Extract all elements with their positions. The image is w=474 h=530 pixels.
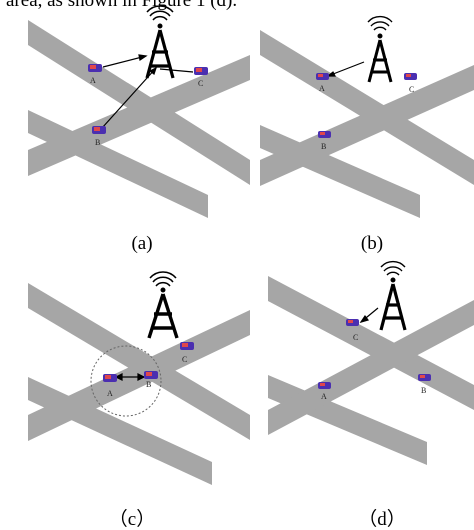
- tower-d: [379, 260, 407, 331]
- road-c-1: [28, 283, 250, 440]
- car-b-A: [316, 73, 329, 80]
- car-label-c-C: C: [182, 355, 187, 364]
- car-label-c-B: B: [146, 380, 151, 389]
- car-label-d-B: B: [421, 386, 426, 395]
- car-label-a-C: C: [198, 79, 203, 88]
- car-d-B: [418, 374, 431, 381]
- caption-b: (b): [360, 233, 384, 254]
- tower-c: [147, 271, 179, 339]
- car-d-A: [318, 382, 331, 389]
- car-a-C: [194, 67, 208, 75]
- car-b-C: [404, 73, 417, 80]
- car-c-C: [180, 342, 194, 350]
- car-c-B: [144, 371, 158, 379]
- links-d: [359, 307, 379, 324]
- car-label-b-C: C: [409, 85, 414, 94]
- links-b: [326, 61, 365, 77]
- caption-a: (a): [131, 233, 153, 254]
- links-c: [114, 373, 146, 381]
- car-label-d-A: A: [321, 392, 327, 401]
- car-label-c-A: A: [107, 389, 113, 398]
- car-label-a-A: A: [90, 76, 96, 85]
- car-a-B: [92, 126, 106, 134]
- header-text-line: area, as shown in Figure 1 (d).: [6, 0, 238, 11]
- car-label-b-B: B: [321, 142, 326, 151]
- road-b-1: [260, 30, 474, 185]
- caption-d: （d）: [358, 509, 406, 530]
- caption-c: （c）: [108, 509, 156, 530]
- road-b-3: [260, 65, 474, 186]
- roads-d: [268, 276, 474, 465]
- links-a: [101, 54, 194, 129]
- car-label-b-A: A: [319, 84, 325, 93]
- roads-b: [260, 30, 474, 218]
- roads-a: [28, 20, 250, 218]
- car-a-A: [88, 64, 102, 72]
- tower-b: [367, 15, 393, 83]
- car-label-d-C: C: [353, 333, 358, 342]
- car-c-A: [103, 374, 117, 382]
- car-label-a-B: B: [95, 138, 100, 147]
- road-a-3: [28, 55, 250, 176]
- car-b-B: [318, 131, 331, 138]
- car-d-C: [346, 319, 359, 326]
- road-d-3: [268, 300, 474, 435]
- coverage-circle-c: [90, 345, 162, 417]
